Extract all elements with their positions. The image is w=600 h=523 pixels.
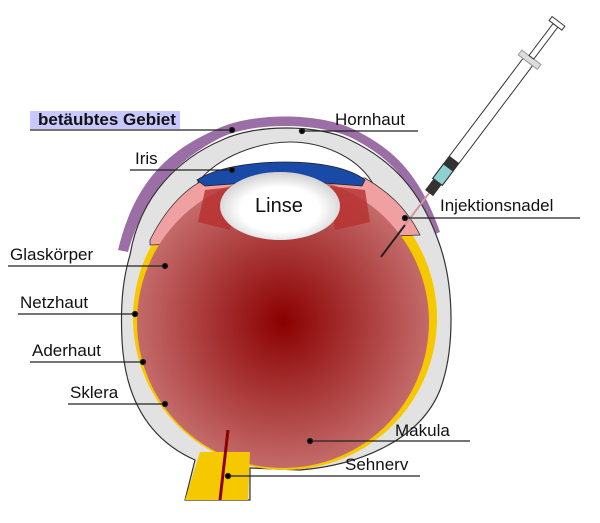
label-lens: Linse — [255, 195, 303, 217]
label-cornea: Hornhaut — [335, 110, 405, 129]
label-macula: Makula — [395, 421, 450, 440]
optic-nerve-vessel — [218, 429, 230, 501]
label-sclera: Sklera — [70, 383, 119, 402]
label-choroid: Aderhaut — [32, 341, 101, 360]
optic-nerve — [185, 452, 250, 500]
label-anesthetized-area: betäubtes Gebiet — [30, 111, 180, 129]
label-optic-nerve: Sehnerv — [345, 455, 409, 474]
label-needle: Injektionsnadel — [440, 196, 554, 215]
ciliary-muscle-right — [330, 186, 370, 230]
anesthetized-area — [118, 116, 440, 252]
leader-lines — [8, 126, 580, 480]
vitreous-body — [137, 176, 429, 468]
label-iris: Iris — [135, 149, 158, 168]
label-vitreous: Glaskörper — [10, 245, 94, 264]
lens — [220, 172, 340, 240]
syringe — [380, 15, 566, 258]
label-retina: Netzhaut — [20, 293, 89, 312]
